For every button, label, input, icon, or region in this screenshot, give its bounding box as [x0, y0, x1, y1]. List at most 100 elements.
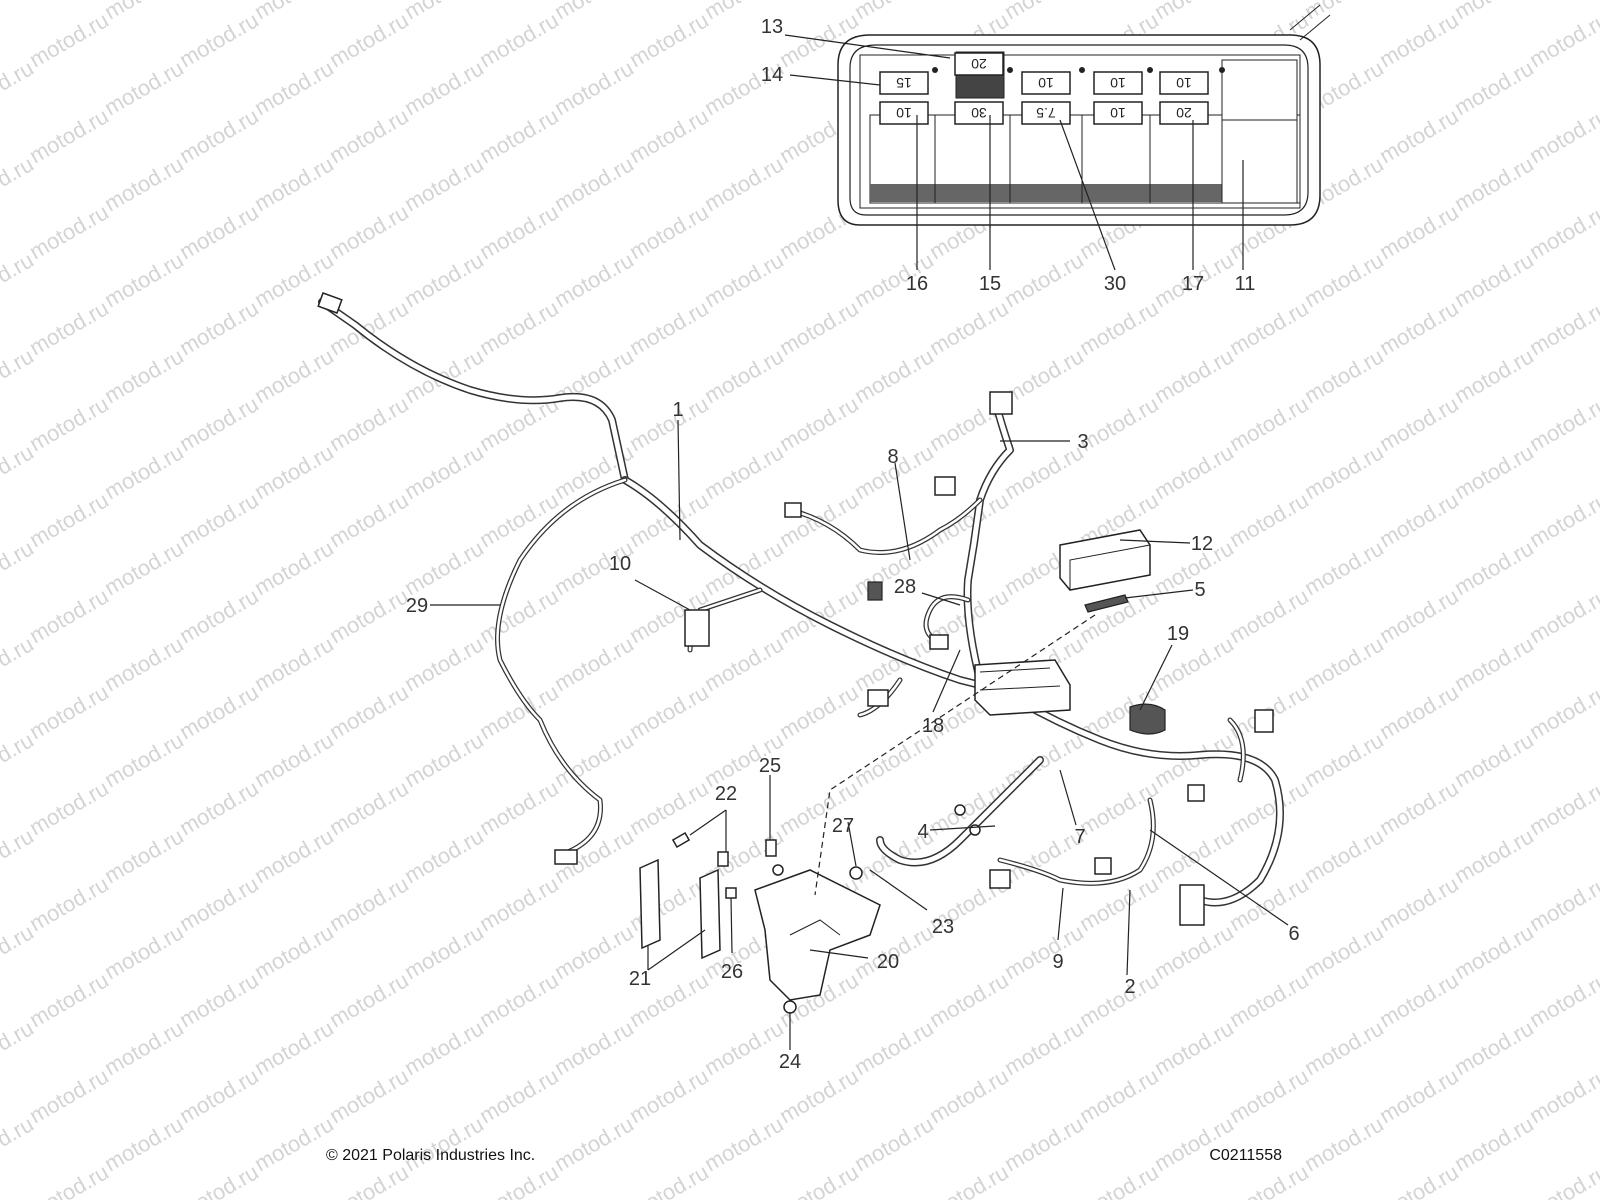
watermark-text: motod.ru [1450, 55, 1538, 120]
fuse-bottom-1: 10 [896, 105, 912, 121]
watermark-text: motod.ru [100, 55, 188, 120]
watermark-text: motod.ru [1375, 391, 1463, 456]
watermark-text: motod.ru [1450, 535, 1538, 600]
watermark-text: motod.ru [1000, 343, 1088, 408]
watermark-text: motod.ru [1225, 1159, 1313, 1200]
watermark-text: motod.ru [1525, 7, 1600, 72]
watermark-text: motod.ru [1300, 0, 1388, 24]
watermark-text: motod.ru [1525, 199, 1600, 264]
callout-8: 8 [887, 446, 898, 468]
watermark-text: motod.ru [1225, 487, 1313, 552]
watermark-text: motod.ru [0, 823, 38, 888]
watermark-text: motod.ru [400, 247, 488, 312]
watermark-text: motod.ru [250, 151, 338, 216]
watermark-text: motod.ru [850, 1015, 938, 1080]
watermark-text: motod.ru [25, 487, 113, 552]
watermark-text: motod.ru [175, 583, 263, 648]
callout-18: 18 [922, 715, 944, 737]
watermark-text: motod.ru [550, 151, 638, 216]
watermark-text: motod.ru [1150, 727, 1238, 792]
watermark-text: motod.ru [1525, 583, 1600, 648]
watermark-text: motod.ru [0, 343, 38, 408]
watermark-text: motod.ru [250, 439, 338, 504]
callout-27: 27 [832, 815, 854, 837]
watermark-text: motod.ru [0, 151, 38, 216]
watermark-text: motod.ru [250, 727, 338, 792]
watermark-text: motod.ru [1375, 487, 1463, 552]
watermark-text: motod.ru [1375, 583, 1463, 648]
callout-26: 26 [721, 961, 743, 983]
watermark-text: motod.ru [250, 0, 338, 24]
callout-4: 4 [917, 821, 928, 843]
callout-20: 20 [877, 951, 899, 973]
wiring-harness [317, 292, 1284, 1014]
watermark-text: motod.ru [25, 967, 113, 1032]
callout-21: 21 [629, 968, 651, 990]
callout-7: 7 [1074, 826, 1085, 848]
watermark-text: motod.ru [1150, 0, 1238, 24]
fuse-top-5: 10 [1176, 75, 1192, 91]
watermark-text: motod.ru [1375, 7, 1463, 72]
watermark-text: motod.ru [0, 247, 38, 312]
watermark-text: motod.ru [1450, 1015, 1538, 1080]
watermark-text: motod.ru [0, 727, 38, 792]
watermark-text: motod.ru [0, 1111, 38, 1176]
watermark-text: motod.ru [475, 7, 563, 72]
callout-2: 2 [1124, 976, 1135, 998]
watermark-text: motod.ru [550, 247, 638, 312]
watermark-text: motod.ru [25, 1159, 113, 1200]
watermark-text: motod.ru [0, 535, 38, 600]
watermark-text: motod.ru [550, 55, 638, 120]
watermark-text: motod.ru [1525, 1063, 1600, 1128]
watermark-text: motod.ru [325, 679, 413, 744]
watermark-text: motod.ru [850, 727, 938, 792]
watermark-text: motod.ru [400, 151, 488, 216]
watermark-text: motod.ru [925, 967, 1013, 1032]
watermark-text: motod.ru [1075, 295, 1163, 360]
callout-23: 23 [932, 916, 954, 938]
watermark-text: motod.ru [1300, 1015, 1388, 1080]
watermark-text: motod.ru [400, 535, 488, 600]
watermark-text: motod.ru [475, 1063, 563, 1128]
watermark-text: motod.ru [250, 1015, 338, 1080]
watermark-text: motod.ru [100, 919, 188, 984]
callout-9: 9 [1052, 951, 1063, 973]
watermark-text: motod.ru [1300, 535, 1388, 600]
watermark-text: motod.ru [250, 823, 338, 888]
watermark-text: motod.ru [100, 727, 188, 792]
callout-24: 24 [779, 1051, 801, 1073]
watermark-text: motod.ru [400, 439, 488, 504]
watermark-text: motod.ru [100, 1111, 188, 1176]
watermark-text: motod.ru [175, 391, 263, 456]
watermark-text: motod.ru [175, 679, 263, 744]
watermark-text: motod.ru [175, 7, 263, 72]
watermark-text: motod.ru [100, 343, 188, 408]
watermark-text: motod.ru [925, 1159, 1013, 1200]
callout-5: 5 [1194, 579, 1205, 601]
watermark-text: motod.ru [1525, 391, 1600, 456]
callout-6: 6 [1288, 923, 1299, 945]
watermark-text: motod.ru [0, 439, 38, 504]
fuse-top-2: 20 [971, 56, 987, 72]
watermark-text: motod.ru [175, 967, 263, 1032]
watermark-text: motod.ru [475, 775, 563, 840]
watermark-text: motod.ru [1225, 775, 1313, 840]
watermark-text: motod.ru [1000, 919, 1088, 984]
fuse-bottom-5: 20 [1176, 105, 1192, 121]
watermark-text: motod.ru [550, 631, 638, 696]
watermark-text: motod.ru [400, 1111, 488, 1176]
watermark-text: motod.ru [1450, 1111, 1538, 1176]
watermark-text: motod.ru [850, 343, 938, 408]
watermark-text: motod.ru [925, 295, 1013, 360]
fuse-bottom-2: 30 [971, 105, 987, 121]
watermark-text: motod.ru [325, 583, 413, 648]
watermark-text: motod.ru [700, 1015, 788, 1080]
watermark-text: motod.ru [1450, 727, 1538, 792]
watermark-text: motod.ru [1225, 583, 1313, 648]
watermark-text: motod.ru [0, 919, 38, 984]
watermark-text: motod.ru [0, 55, 38, 120]
watermark-text: motod.ru [775, 679, 863, 744]
watermark-text: motod.ru [325, 775, 413, 840]
watermark-text: motod.ru [1450, 247, 1538, 312]
fuse-top-3: 10 [1038, 75, 1054, 91]
